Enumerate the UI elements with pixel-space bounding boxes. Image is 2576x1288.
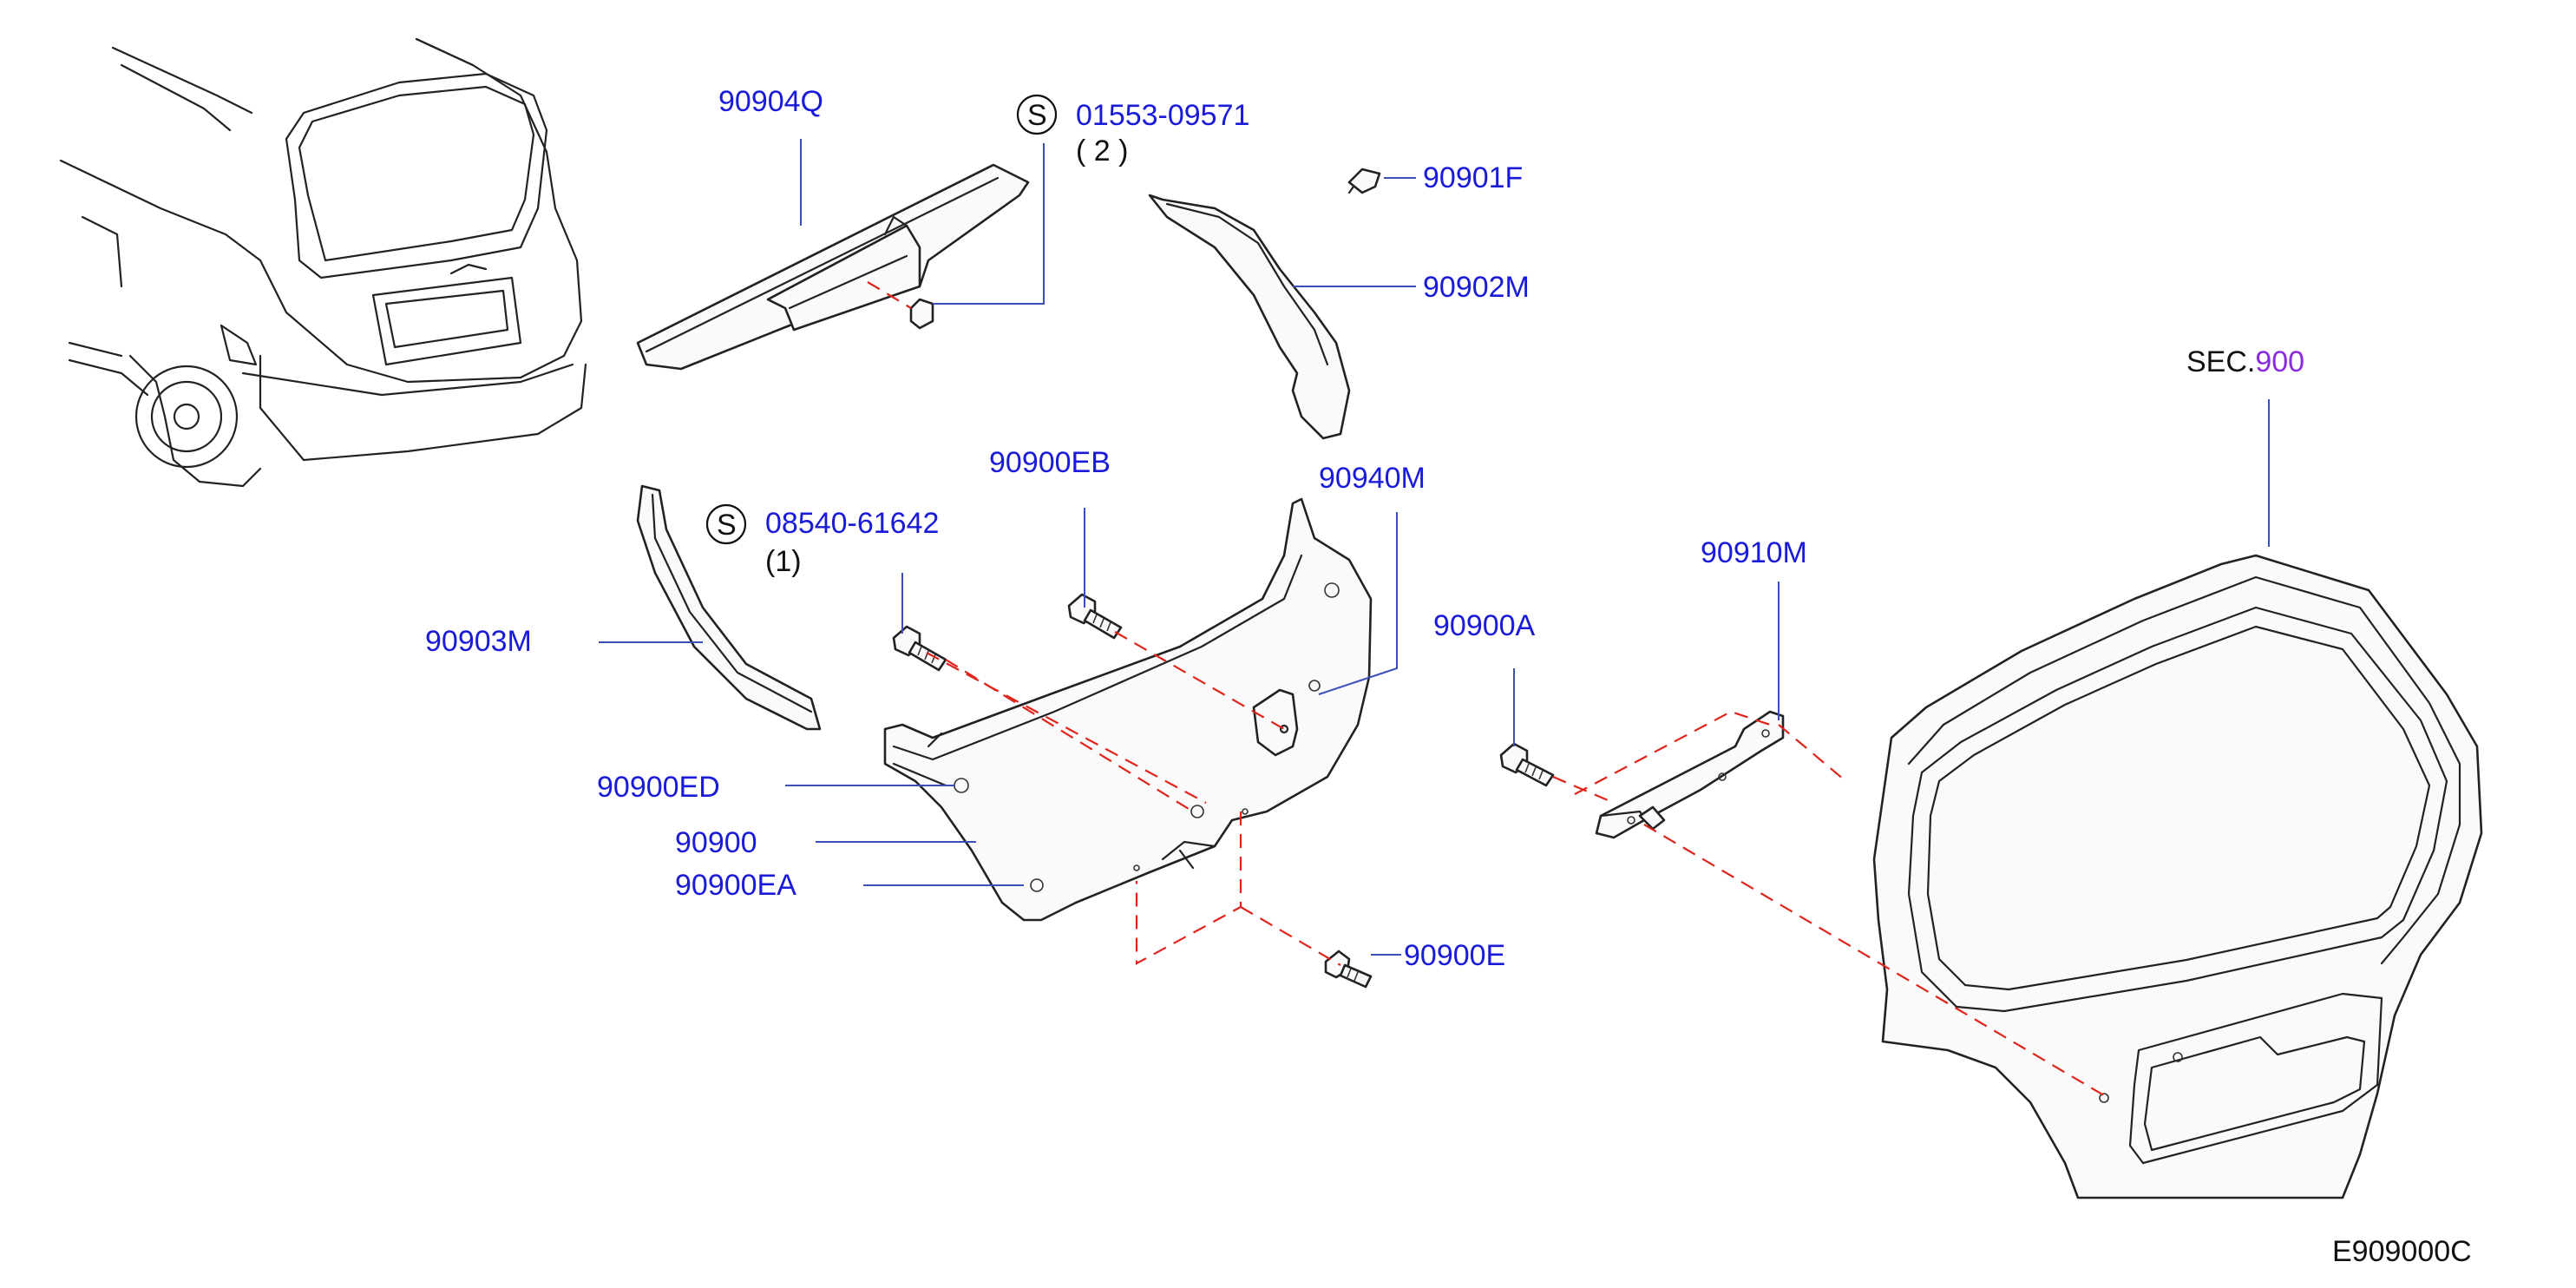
side-trim-right-part[interactable] <box>1148 194 1351 440</box>
figure-code: E909000C <box>2332 1235 2472 1268</box>
label-screw-s1-part[interactable]: 01553-09571 <box>1076 99 1249 132</box>
label-screw-s2-qty: (1) <box>765 545 802 578</box>
screw-s1-circle <box>1016 94 1058 135</box>
trim-clip-holes <box>954 582 1340 892</box>
side-trim-left-part[interactable] <box>636 484 822 731</box>
back-door-panel[interactable] <box>1872 554 2483 1199</box>
callout-labels: 90904Q S 01553-09571 ( 2 ) 90901F 90902M… <box>425 85 2472 1268</box>
screw-s2-circle <box>705 503 747 545</box>
bolt-90900E[interactable] <box>1324 950 1373 989</box>
label-screw-s1-code: S <box>1027 99 1047 132</box>
label-90901F[interactable]: 90901F <box>1423 161 1523 194</box>
trim-handle-pocket[interactable] <box>1252 688 1299 757</box>
spoiler-part[interactable] <box>636 163 1030 371</box>
bolt-90900A[interactable] <box>1499 742 1555 787</box>
label-90904Q[interactable]: 90904Q <box>718 85 823 118</box>
label-screw-s2-part[interactable]: 08540-61642 <box>765 507 939 540</box>
spoiler-screw-grommet[interactable] <box>909 298 934 330</box>
label-90903M[interactable]: 90903M <box>425 625 532 658</box>
bracket-part[interactable] <box>1595 710 1785 839</box>
vehicle-overview <box>59 37 587 488</box>
alignment-guides <box>926 631 2109 1099</box>
label-90940M[interactable]: 90940M <box>1319 462 1426 495</box>
section-number: 900 <box>2255 345 2304 378</box>
section-prefix: SEC. <box>2186 345 2255 378</box>
leader-lines <box>599 139 2270 956</box>
clip-part[interactable] <box>1347 168 1381 194</box>
label-screw-s2-code: S <box>717 509 737 542</box>
bolt-90900EB[interactable] <box>1067 593 1123 640</box>
label-90900ED[interactable]: 90900ED <box>597 771 720 804</box>
back-door-trim-panel[interactable] <box>883 497 1373 922</box>
section-reference[interactable]: SEC.900 <box>2186 345 2304 378</box>
label-90900A[interactable]: 90900A <box>1433 609 1536 642</box>
label-90910M[interactable]: 90910M <box>1701 536 1807 569</box>
label-90900[interactable]: 90900 <box>675 826 757 859</box>
label-90902M[interactable]: 90902M <box>1423 271 1530 304</box>
label-90900EB[interactable]: 90900EB <box>989 446 1111 479</box>
bolt-screw-s2[interactable] <box>892 625 947 672</box>
label-90900EA[interactable]: 90900EA <box>675 869 796 902</box>
label-screw-s1-qty: ( 2 ) <box>1076 135 1128 168</box>
label-90900E[interactable]: 90900E <box>1404 939 1505 972</box>
